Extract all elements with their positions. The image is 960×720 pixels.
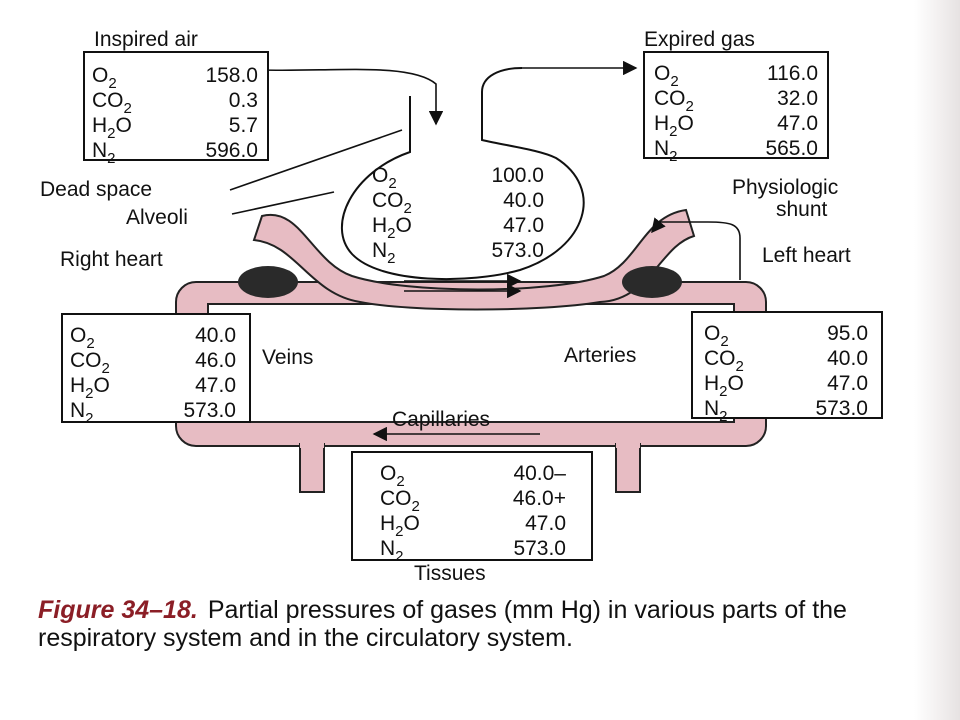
tissues-gas-value-0: 40.0–	[513, 462, 566, 485]
vessel-loop	[175, 281, 767, 493]
alveoli-gas-name-0: O2	[372, 164, 397, 192]
tissues-gas-value-3: 573.0	[513, 537, 566, 560]
veins-gas-name-0: O2	[70, 324, 95, 352]
inspired-air-box	[83, 51, 269, 161]
dead-space-label: Dead space	[40, 178, 152, 201]
alveoli-label: Alveoli	[126, 206, 188, 229]
right-heart-label: Right heart	[60, 248, 163, 271]
arteries-gas-name-1: CO2	[704, 347, 744, 375]
physiologic-shunt-label-1: Physiologic	[732, 176, 838, 199]
arteries-box	[691, 311, 883, 419]
tissues-gas-value-1: 46.0+	[513, 487, 566, 510]
tissues-gas-name-1: CO2	[380, 487, 420, 515]
expired-gas-value-1: 32.0	[777, 87, 818, 110]
arteries-gas-value-2: 47.0	[827, 372, 868, 395]
vessel-branch-right	[615, 443, 641, 493]
alveoli-gas-value-1: 40.0	[503, 189, 544, 212]
expired-gas-value-0: 116.0	[767, 62, 818, 85]
inspired-gas-name-1: CO2	[92, 89, 132, 117]
arteries-gas-value-3: 573.0	[815, 397, 868, 420]
expired-gas-value-2: 47.0	[777, 112, 818, 135]
figure-number: Figure 34–18.	[38, 596, 198, 624]
page-edge	[914, 0, 960, 720]
dead-space-leader	[229, 129, 403, 191]
inspired-gas-value-0: 158.0	[205, 64, 258, 87]
alveoli-gas-name-2: H2O	[372, 214, 412, 242]
expired-gas-value-3: 565.0	[765, 137, 818, 160]
figure-caption: Figure 34–18.Partial pressures of gases …	[38, 596, 918, 652]
inspired-gas-name-2: H2O	[92, 114, 132, 142]
veins-box	[61, 313, 251, 423]
inspired-air-arrow	[261, 68, 444, 126]
tissues-box	[351, 451, 593, 561]
tissues-gas-name-0: O2	[380, 462, 405, 490]
veins-gas-value-2: 47.0	[195, 374, 236, 397]
respiratory-diagram: Inspired air Expired gas Dead space Alve…	[40, 28, 883, 585]
vessel-branch-left	[299, 443, 325, 493]
inspired-air-label: Inspired air	[94, 28, 198, 51]
tissues-gas-table: O2 40.0– CO2 46.0+ H2O 47.0N2 573.0	[380, 462, 566, 565]
expired-gas-label: Expired gas	[644, 28, 755, 51]
capillary-flow-arrows	[404, 273, 522, 299]
veins-gas-name-2: H2O	[70, 374, 110, 402]
alveolus	[341, 67, 585, 281]
left-heart-node	[622, 266, 682, 298]
tissues-gas-name-2: H2O	[380, 512, 420, 540]
inspired-gas-value-1: 0.3	[229, 89, 258, 112]
inspired-gas-value-2: 5.7	[229, 114, 258, 137]
veins-label: Veins	[262, 346, 313, 369]
arteries-gas-value-1: 40.0	[827, 347, 868, 370]
inspired-gas-name-3: N2	[92, 139, 116, 167]
tissues-gas-value-2: 47.0	[525, 512, 566, 535]
left-heart-label: Left heart	[762, 244, 851, 267]
caption-text: Partial pressures of gases (mm Hg) in va…	[38, 596, 847, 652]
physiologic-shunt-label-2: shunt	[776, 198, 828, 221]
expired-gas-name-2: H2O	[654, 112, 694, 140]
expired-gas-name-1: CO2	[654, 87, 694, 115]
veins-gas-name-1: CO2	[70, 349, 110, 377]
expired-gas-name-3: N2	[654, 137, 678, 165]
arteries-gas-name-0: O2	[704, 322, 729, 350]
veins-gas-value-1: 46.0	[195, 349, 236, 372]
inspired-gas-value-3: 596.0	[205, 139, 258, 162]
alveoli-gas-name-3: N2	[372, 239, 396, 267]
right-heart-node	[238, 266, 298, 298]
tissues-gas-name-3: N2	[380, 537, 404, 565]
alveolar-capillary	[252, 208, 696, 311]
alveoli-leader	[231, 191, 335, 215]
arteries-label: Arteries	[564, 344, 636, 367]
expired-gas-box	[643, 51, 829, 159]
tissues-label: Tissues	[414, 562, 486, 585]
expired-gas-name-0: O2	[654, 62, 679, 90]
veins-gas-name-3: N2	[70, 399, 94, 427]
inspired-gas-name-0: O2	[92, 64, 117, 92]
alveoli-gas-value-2: 47.0	[503, 214, 544, 237]
veins-gas-value-3: 573.0	[183, 399, 236, 422]
alveoli-gas-value-0: 100.0	[491, 164, 544, 187]
veins-gas-value-0: 40.0	[195, 324, 236, 347]
physiologic-shunt-arrow	[651, 217, 741, 280]
alveoli-gas-value-3: 573.0	[491, 239, 544, 262]
alveoli-gas-name-1: CO2	[372, 189, 412, 217]
arteries-gas-value-0: 95.0	[827, 322, 868, 345]
capillaries-label: Capillaries	[392, 408, 490, 431]
arteries-gas-name-2: H2O	[704, 372, 744, 400]
arteries-gas-name-3: N2	[704, 397, 728, 425]
